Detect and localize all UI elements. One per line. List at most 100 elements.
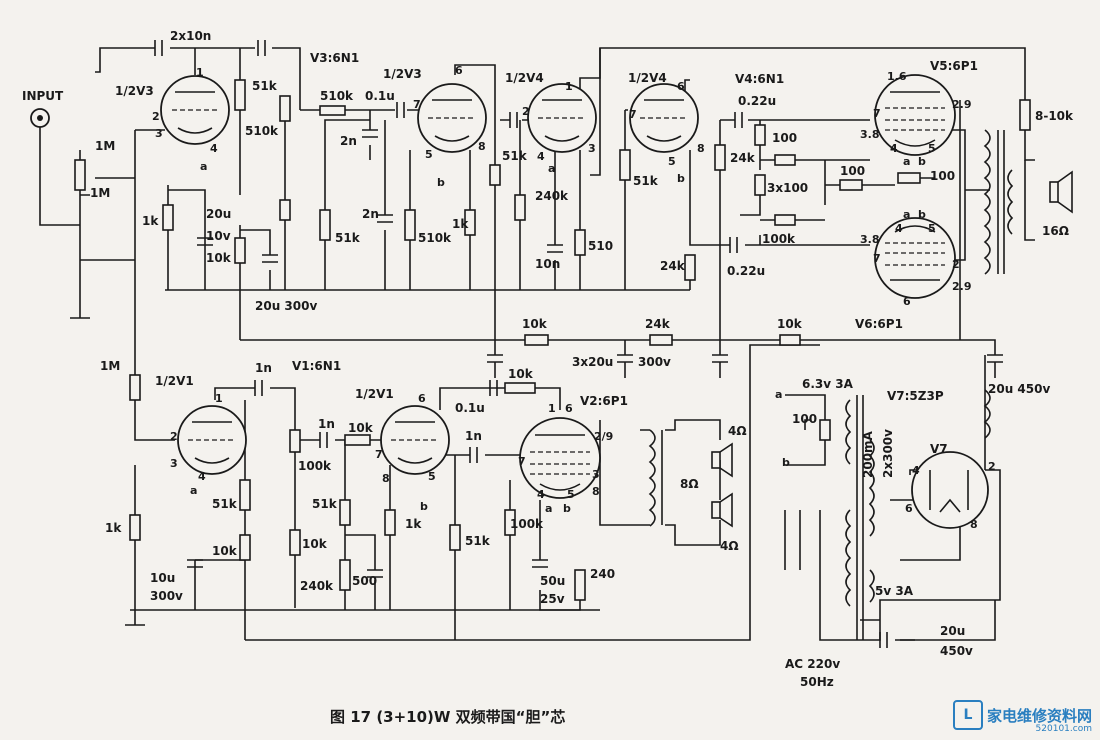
label-components-r_24k_a: 24k [730,151,756,165]
label-pins-p4: 4 [537,150,545,163]
label-pins-a: a [903,208,910,221]
label-components-r_240k_a: 240k [535,189,569,203]
label-components-c_2n_a: 2n [340,134,357,148]
label-pins-p5: 5 [668,155,676,168]
label-components-r_24k_b: 24k [660,259,686,273]
label-pins-p5: 5 [428,470,436,483]
label-pins-a: a [200,160,207,173]
label-components-r_51k_d: 51k [633,174,659,188]
label-components-r_510k_b: 510k [320,89,354,103]
label-pins-p16: 1.6 [887,70,907,83]
label-v7b: V7 [930,442,948,456]
label-components-r_10k_b: 10k [522,317,548,331]
input-label: INPUT [22,89,64,103]
label-components-r_510: 510 [588,239,613,253]
label-components-r_100_c: 100 [930,169,955,183]
label-pins-p38: 3.8 [860,128,880,141]
label-components-c_20u450v: 20u 450v [988,382,1050,396]
label-pins-a: a [545,502,552,515]
labels: INPUT 2x10n 1/2V3 V3:6N1 1/2V3 1/2V4 1/2… [22,29,1074,726]
label-v3a: 1/2V3 [115,84,154,98]
label-2x10n: 2x10n [170,29,211,43]
label-components-r_240: 240 [590,567,615,581]
label-components-c_20u10v: 20u [206,207,231,221]
label-components-r_51k_a: 51k [252,79,278,93]
tube-v4b [629,83,699,153]
label-pins-p6: 6 [455,64,463,77]
label-components-c_50u: 50u [540,574,565,588]
watermark-logo-icon: L [952,700,983,730]
label-components-r_3x100: 3x100 [767,181,808,195]
speaker-4ohm-bottom [711,492,733,528]
tube-v6 [874,217,956,299]
label-components-c_1n_a: 1n [255,361,272,375]
label-pins-p6: 6 [565,402,573,415]
label-pins-p2: 2 [952,258,960,271]
tube-v5 [874,74,956,156]
label-pins-a: a [775,388,782,401]
label-pins-p4: 4 [198,470,206,483]
label-pins-b: b [563,502,571,515]
label-v6: V6:6P1 [855,317,903,331]
label-components-spk_8: 8Ω [680,477,699,491]
label-components-r_10k_c: 10k [777,317,803,331]
label-components-c_022u_b: 0.22u [727,264,765,278]
label-components-c_1n_b: 1n [318,417,335,431]
label-components-r_1m_a: 1M [95,139,115,153]
label-pins-p5: 5 [567,488,575,501]
label-components-c_20u450v_b: 20u [940,624,965,638]
label-pins-p8: 8 [478,140,486,153]
transformers [648,129,1014,640]
label-pins-p3: 3 [588,142,596,155]
resistors [74,79,1031,601]
label-components-c_20u300v: 20u 300v [255,299,317,313]
label-v4b: 1/2V4 [628,71,667,85]
tube-v4a [527,83,597,153]
label-pins-b: b [437,176,445,189]
tube-v1b [380,405,450,475]
label-pins-a: a [903,155,910,168]
label-pins-b: b [782,456,790,469]
label-components-r_51k_b: 51k [335,231,361,245]
label-components-r_1m_c: 1M [100,359,120,373]
label-pins-b: b [420,500,428,513]
label-components-r_510k_c: 510k [418,231,452,245]
label-components-r_100k_a: 100k [762,232,796,246]
label-pins-p38: 3.8 [860,233,880,246]
label-pins-p1: 1 [548,402,556,415]
label-pins-p3: 3 [155,127,163,140]
label-components-r_10k_f: 10k [212,544,238,558]
speaker-16ohm [1049,170,1073,214]
label-components-r_51k_g: 51k [465,534,491,548]
label-watermark-logo: L [963,707,973,723]
label-pins-p4: 4 [912,464,920,477]
label-components-c_022u_a: 0.22u [738,94,776,108]
label-v4: V4:6N1 [735,72,784,86]
tube-v2 [519,417,601,499]
label-pins-a: a [190,484,197,497]
label-pins-b: b [677,172,685,185]
label-pins-p6: 6 [903,295,911,308]
label-pins-p6: 6 [905,502,913,515]
label-pins-p1: 1 [215,392,223,405]
label-pins-p7: 7 [375,448,383,461]
bottom-wires [125,344,1001,641]
label-v3b: 1/2V3 [383,67,422,81]
label-components-tr_63v: 6.3v 3A [802,377,854,391]
tube-v3b [417,83,487,153]
input-jack[interactable] [30,108,50,128]
label-v1: V1:6N1 [292,359,341,373]
label-pins-p29: 2.9 [952,98,972,111]
label-components-r_10k_d: 10k [348,421,374,435]
label-components-r_10k_a: 10k [206,251,232,265]
label-pins-p7: 7 [413,98,421,111]
label-components-ac_in: AC 220v [785,657,840,671]
label-v4a: 1/2V4 [505,71,544,85]
label-pins-b: b [918,155,926,168]
label-pins-p3: 3 [170,457,178,470]
label-pins-p29b: 2/9 [594,430,613,443]
tube-v3a [160,75,230,145]
label-components-r_100_d: 100 [792,412,817,426]
label-components-spk_16: 16Ω [1042,224,1069,238]
